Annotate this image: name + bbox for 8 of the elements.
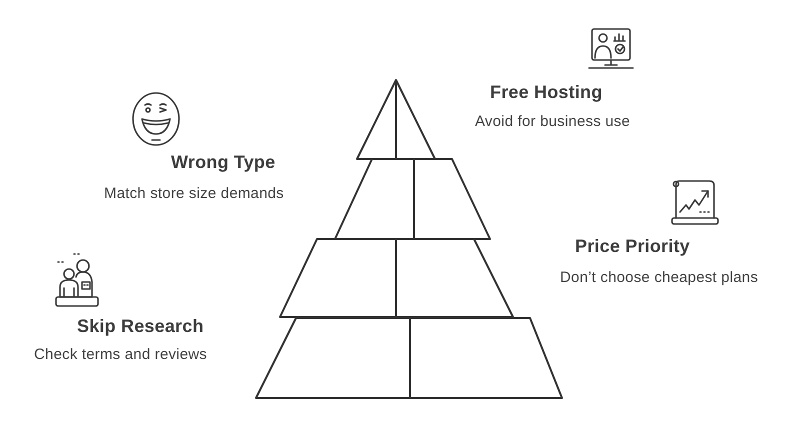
tip-heading: Wrong Type xyxy=(171,152,276,173)
tip-description: Don’t choose cheapest plans xyxy=(560,269,758,286)
tip-heading: Free Hosting xyxy=(490,82,602,103)
tip-description: Match store size demands xyxy=(104,185,284,202)
tip-description: Check terms and reviews xyxy=(34,346,207,364)
tip-heading: Skip Research xyxy=(77,316,204,337)
tip-description: Avoid for business use xyxy=(475,113,630,130)
tip-heading: Price Priority xyxy=(575,236,690,257)
